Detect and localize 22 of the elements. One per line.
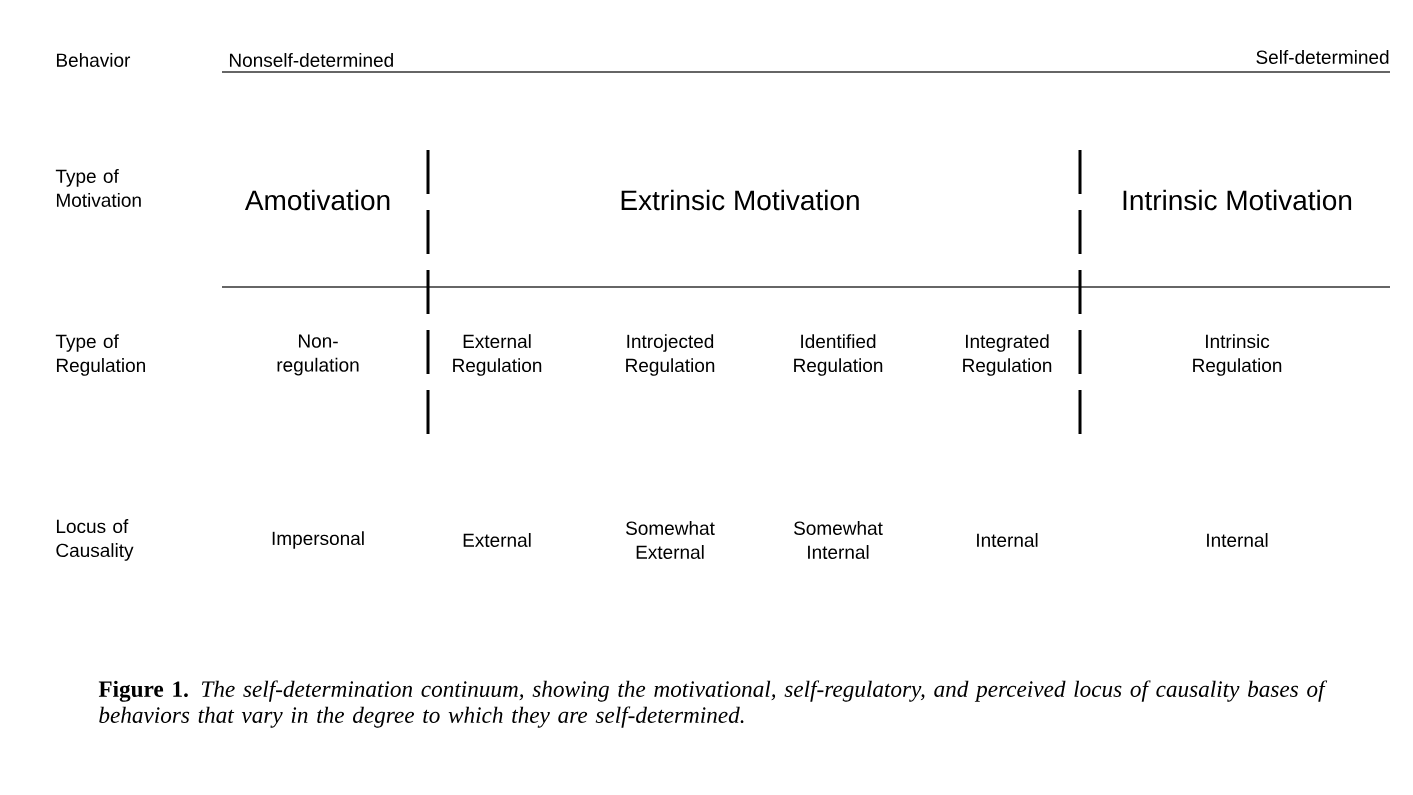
- table-cell-text: Internal: [1207, 533, 1268, 547]
- table-cell-text: Identified Regulation: [794, 334, 883, 376]
- table-cell-text: Somewhat External: [626, 521, 715, 559]
- row-label: Behavior: [56, 53, 131, 67]
- table-cell-text: Impersonal: [272, 531, 364, 549]
- motivation-heading: Amotivation: [244, 189, 390, 211]
- table-cell-text: Introjected Regulation: [626, 334, 715, 376]
- table-cell-text: Somewhat Internal: [794, 521, 883, 559]
- scale-end-label: Nonself-determined: [230, 53, 393, 67]
- row-label: Type of Motivation: [55, 169, 141, 207]
- row-label: Type of Regulation: [55, 334, 145, 376]
- table-cell-text: Intrinsic Regulation: [1193, 334, 1282, 376]
- table-cell-text: External: [463, 533, 531, 547]
- motivation-heading: Intrinsic Motivation: [1123, 189, 1352, 211]
- row-label: Locus of Causality: [56, 519, 134, 561]
- table-cell-text: Non-regulation: [277, 334, 359, 376]
- figure-caption: Figure 1. The self-determination continuum, showing the motivational, self-regulatory, and perceived locus of causality bases of behaviors that vary in the degree to which they are self-determined.: [98, 680, 1328, 728]
- table-cell-text: External Regulation: [453, 334, 542, 376]
- motivation-heading: Extrinsic Motivation: [621, 189, 859, 211]
- table-cell-text: Integrated Regulation: [963, 334, 1052, 376]
- table-cell-text: Internal: [977, 533, 1038, 547]
- scale-end-label: Self-determined: [1256, 50, 1389, 64]
